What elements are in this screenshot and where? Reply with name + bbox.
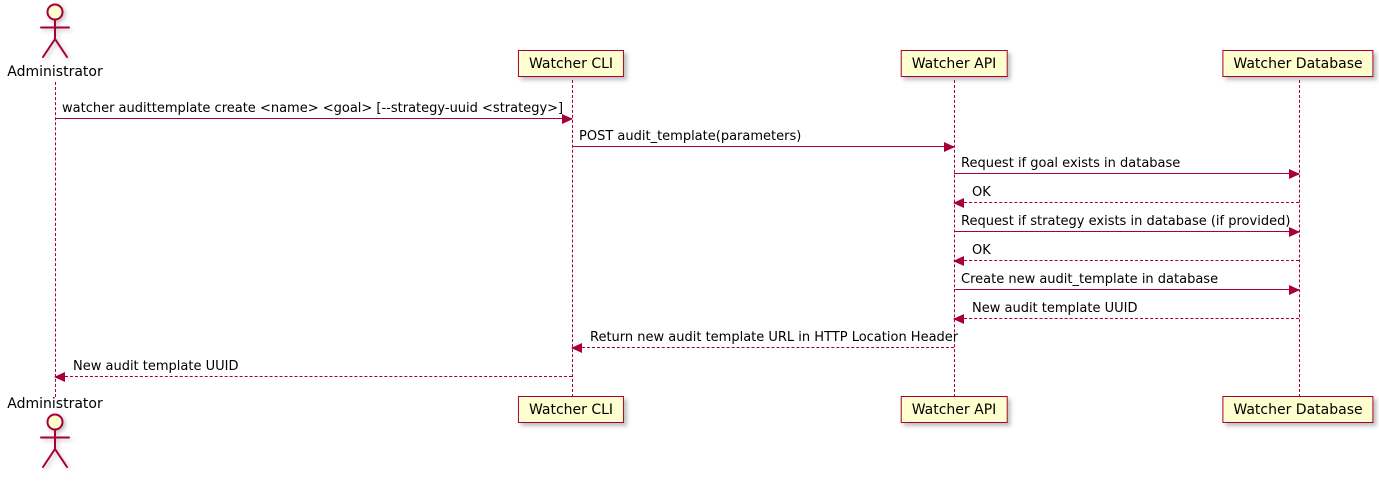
message-return-url-location-header: Return new audit template URL in HTTP Lo… (571, 330, 959, 353)
arrow-line (572, 142, 955, 152)
message-label: New audit template UUID (73, 359, 239, 374)
message-create-audit-template-db: Create new audit_template in database (954, 272, 1300, 295)
arrowhead-left-icon (571, 343, 582, 353)
message-new-uuid-from-db: New audit template UUID (953, 301, 1299, 324)
message-request-strategy-exists: Request if strategy exists in database (… (954, 214, 1300, 237)
arrow-line (954, 227, 1300, 237)
arrowhead-right-icon (1289, 285, 1300, 295)
participant-watcher-database-top: Watcher Database (1222, 50, 1374, 77)
participant-watcher-cli-bottom: Watcher CLI (517, 396, 625, 423)
arrow-line (954, 285, 1300, 295)
arrow-line (55, 114, 573, 124)
arrowhead-left-icon (953, 314, 964, 324)
message-label: Return new audit template URL in HTTP Lo… (590, 330, 959, 345)
message-label: POST audit_template(parameters) (579, 129, 802, 144)
lifeline-watcher-api (954, 80, 955, 397)
participant-watcher-api-top: Watcher API (900, 50, 1008, 77)
message-label: Request if goal exists in database (961, 156, 1181, 171)
arrow-line (54, 372, 572, 382)
actor-label-bottom: Administrator (7, 396, 103, 412)
participant-watcher-cli-top: Watcher CLI (517, 50, 625, 77)
actor-stick-figure-icon (38, 413, 72, 475)
lifeline-administrator (55, 82, 56, 397)
message-ok-strategy: OK (953, 243, 1299, 266)
actor-stick-figure-icon (38, 3, 72, 65)
participant-watcher-api-bottom: Watcher API (900, 396, 1008, 423)
message-post-audit-template: POST audit_template(parameters) (572, 129, 955, 152)
message-label: Request if strategy exists in database (… (961, 214, 1291, 229)
message-ok-goal: OK (953, 185, 1299, 208)
arrow-line (571, 343, 954, 353)
participant-watcher-database-bottom: Watcher Database (1222, 396, 1374, 423)
arrow-line (954, 169, 1300, 179)
arrowhead-right-icon (562, 114, 573, 124)
message-label: OK (972, 243, 991, 258)
arrow-line (953, 256, 1299, 266)
lifeline-watcher-cli (572, 80, 573, 397)
lifeline-watcher-database (1299, 80, 1300, 397)
arrowhead-left-icon (54, 372, 65, 382)
message-label: Create new audit_template in database (961, 272, 1219, 287)
message-create-audittemplate: watcher audittemplate create <name> <goa… (55, 101, 573, 124)
arrowhead-right-icon (944, 142, 955, 152)
arrow-line (953, 314, 1299, 324)
arrowhead-right-icon (1289, 227, 1300, 237)
message-request-goal-exists: Request if goal exists in database (954, 156, 1300, 179)
arrowhead-left-icon (953, 198, 964, 208)
actor-label-top: Administrator (7, 64, 103, 80)
message-label: New audit template UUID (972, 301, 1138, 316)
message-new-uuid-to-admin: New audit template UUID (54, 359, 572, 382)
arrowhead-right-icon (1289, 169, 1300, 179)
message-label: watcher audittemplate create <name> <goa… (62, 101, 564, 116)
arrow-line (953, 198, 1299, 208)
message-label: OK (972, 185, 991, 200)
arrowhead-left-icon (953, 256, 964, 266)
